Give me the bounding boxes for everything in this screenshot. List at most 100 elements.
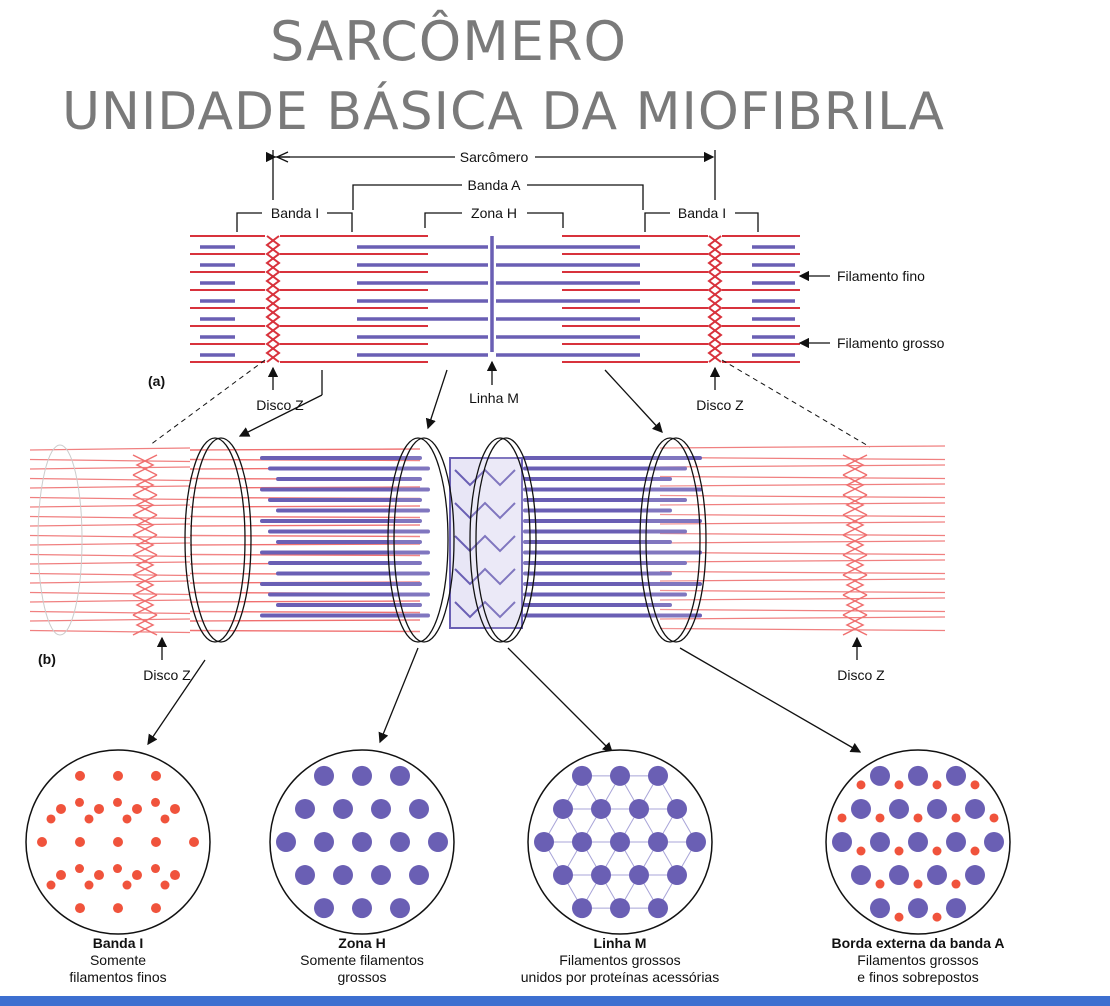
z-disc-mesh: [845, 554, 868, 576]
thick-dot: [333, 798, 353, 819]
thick-dot: [946, 832, 966, 852]
thin-filament-3d: [29, 447, 191, 451]
thin-filament-3d: [29, 542, 191, 546]
thick-dot: [390, 832, 410, 852]
thin-dot: [113, 903, 123, 914]
thin-dot: [160, 814, 170, 824]
thick-dot: [314, 832, 334, 852]
thin-filament-3d: [29, 629, 191, 634]
cs-desc1-zona-h: Somente filamentos: [300, 952, 424, 968]
thin-filament-3d: [29, 561, 191, 565]
thin-filament-3d: [659, 608, 946, 613]
thin-dot: [151, 864, 160, 874]
z-disc-mesh: [132, 534, 155, 556]
thin-filament-3d: [189, 619, 421, 622]
thick-dot: [409, 798, 429, 819]
thin-dot: [113, 797, 122, 807]
thin-dot: [932, 780, 942, 790]
thin-dot: [113, 864, 122, 874]
cs-desc2-linha-m: unidos por proteínas acessórias: [521, 969, 719, 985]
thick-dot: [889, 865, 909, 886]
z-disc-mesh: [132, 614, 155, 636]
z-disc-mesh: [842, 474, 865, 496]
cs-desc1-borda-banda-a: Filamentos grossos: [857, 952, 978, 968]
filament-array: [190, 235, 800, 363]
thin-filament-3d: [29, 591, 191, 596]
thick-dot: [591, 798, 611, 819]
thick-dot: [629, 798, 649, 819]
thin-filament-3d: [29, 534, 191, 539]
thick-dot: [352, 898, 372, 919]
thin-dot: [46, 814, 56, 824]
thick-dot: [352, 765, 372, 786]
thin-filament-3d: [659, 589, 946, 594]
section-plane: [387, 437, 449, 643]
thin-dot: [122, 880, 132, 890]
thick-dot: [908, 898, 928, 919]
thin-dot: [75, 797, 84, 807]
thick-dot: [984, 832, 1004, 852]
thick-dot: [908, 832, 928, 852]
thin-filament-3d: [189, 610, 421, 614]
bottom-accent-bar: [0, 996, 1110, 1006]
z-disc-mesh: [842, 574, 865, 596]
thin-dot: [46, 880, 56, 890]
thin-dot: [151, 770, 161, 781]
thin-dot: [951, 879, 961, 889]
thin-filament-3d: [659, 483, 946, 487]
thin-filament-3d: [29, 599, 191, 603]
thin-dot: [875, 813, 885, 823]
thin-filament-3d: [659, 551, 946, 556]
label-filamento-grosso: Filamento grosso: [837, 335, 945, 351]
z-disc-mesh: [845, 534, 868, 556]
z-disc-mesh: [842, 534, 865, 556]
thin-dot: [837, 813, 847, 823]
thick-dot: [870, 765, 890, 786]
section-plane: [475, 437, 537, 643]
thick-dot: [276, 832, 296, 852]
thin-dot: [56, 803, 66, 814]
thick-dot: [832, 832, 852, 852]
thin-filament-3d: [659, 597, 946, 601]
z-disc-mesh: [842, 494, 865, 516]
z-disc-mesh: [132, 494, 155, 516]
thin-filament-3d: [29, 580, 191, 584]
thick-dot: [946, 765, 966, 786]
thick-dot: [553, 798, 573, 819]
z-disc-mesh: [132, 454, 155, 476]
z-disc-mesh: [842, 594, 865, 616]
section-plane: [639, 437, 701, 643]
section-plane: [190, 437, 252, 643]
cross-section-labels: Banda I Somente filamentos finos Zona H …: [69, 935, 1004, 985]
thick-dot: [648, 898, 668, 919]
thin-dot: [932, 846, 942, 856]
thin-dot: [132, 803, 142, 814]
m-line-link: [454, 468, 516, 487]
thick-dot: [390, 898, 410, 919]
filament-3d-view: [29, 437, 946, 643]
thick-dot: [648, 832, 668, 852]
thin-filament-3d: [189, 553, 421, 557]
cs-title-borda-banda-a: Borda externa da banda A: [832, 935, 1005, 951]
section-plane-faint: [37, 444, 83, 636]
thin-filament-3d: [659, 570, 946, 575]
thick-dot: [572, 898, 592, 919]
thick-dot: [908, 765, 928, 786]
cs-title-zona-h: Zona H: [338, 935, 385, 951]
thick-dot: [686, 832, 706, 852]
thin-filament-3d: [29, 523, 191, 527]
thin-filament-3d: [29, 485, 191, 489]
label-disco-z-b-right: Disco Z: [837, 667, 885, 683]
label-zona-h: Zona H: [471, 205, 517, 221]
section-plane: [645, 437, 707, 643]
cross-section-1: [269, 749, 455, 935]
thick-dot: [428, 832, 448, 852]
thin-filament-3d: [29, 477, 191, 482]
thick-dot: [295, 865, 315, 886]
diagram-a: Sarcômero Banda A Banda I Banda I Zona H…: [148, 149, 945, 448]
thin-filament-3d: [189, 543, 421, 546]
z-disc-mesh: [135, 534, 158, 556]
thick-dot: [889, 798, 909, 819]
thin-dot: [94, 803, 104, 814]
thick-dot: [610, 832, 630, 852]
